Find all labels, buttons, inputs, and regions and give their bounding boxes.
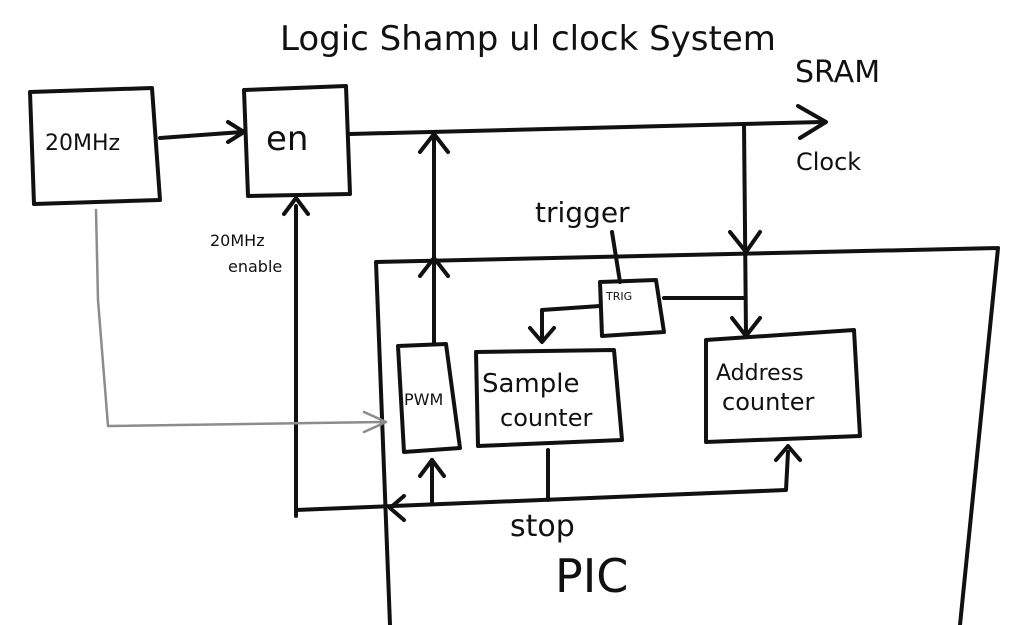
trigger-sample-arrowhead xyxy=(528,326,556,344)
clock-label: Clock xyxy=(796,148,861,176)
osc-to-en-wire xyxy=(158,130,244,140)
enable-gate-block xyxy=(242,84,352,198)
trigger-label: trigger xyxy=(535,196,630,229)
trigger-box xyxy=(598,278,666,338)
enable-up-arrowhead xyxy=(282,196,310,216)
trigger-to-sample-wire xyxy=(540,304,602,342)
oscillator-block xyxy=(28,86,162,206)
stop-to-address-arrowhead xyxy=(774,444,802,462)
trigger-input-line xyxy=(610,230,622,284)
sram-clock-arrowhead xyxy=(796,104,828,140)
clock-bus xyxy=(348,120,824,136)
stop-label: stop xyxy=(510,509,575,544)
pwm-block xyxy=(396,342,462,454)
trigger-box-label: TRIG xyxy=(605,290,632,303)
bus-to-pic-wire xyxy=(742,122,748,336)
stop-bus xyxy=(294,450,790,512)
pwm-up-arrowhead-top xyxy=(418,132,450,154)
pic-label: PIC xyxy=(555,549,628,603)
enable-label-line2: enable xyxy=(228,257,282,276)
address-counter-block xyxy=(704,328,862,444)
address-counter-label-line1: Address xyxy=(716,361,804,386)
diagram-title: Logic Shamp ul clock System xyxy=(280,19,776,59)
osc-to-pwm-arrowhead xyxy=(362,410,388,434)
sample-counter-block xyxy=(474,348,624,448)
sample-counter-label-line1: Sample xyxy=(482,369,580,399)
sample-counter-label-line2: counter xyxy=(500,404,592,432)
pwm-label: PWM xyxy=(404,390,443,409)
pic-outline xyxy=(374,246,1000,625)
sram-label: SRAM xyxy=(795,55,880,90)
stop-to-pwm-arrowhead xyxy=(418,458,446,478)
address-counter-label-line2: counter xyxy=(722,388,814,416)
enable-gate-label: en xyxy=(266,119,308,159)
stop-left-arrowhead xyxy=(388,494,406,522)
oscillator-label: 20MHz xyxy=(45,131,120,156)
osc-to-pwm-gray-wire xyxy=(94,208,386,428)
pwm-up-arrowhead-mid xyxy=(418,256,450,278)
enable-label-line1: 20MHz xyxy=(210,231,265,250)
